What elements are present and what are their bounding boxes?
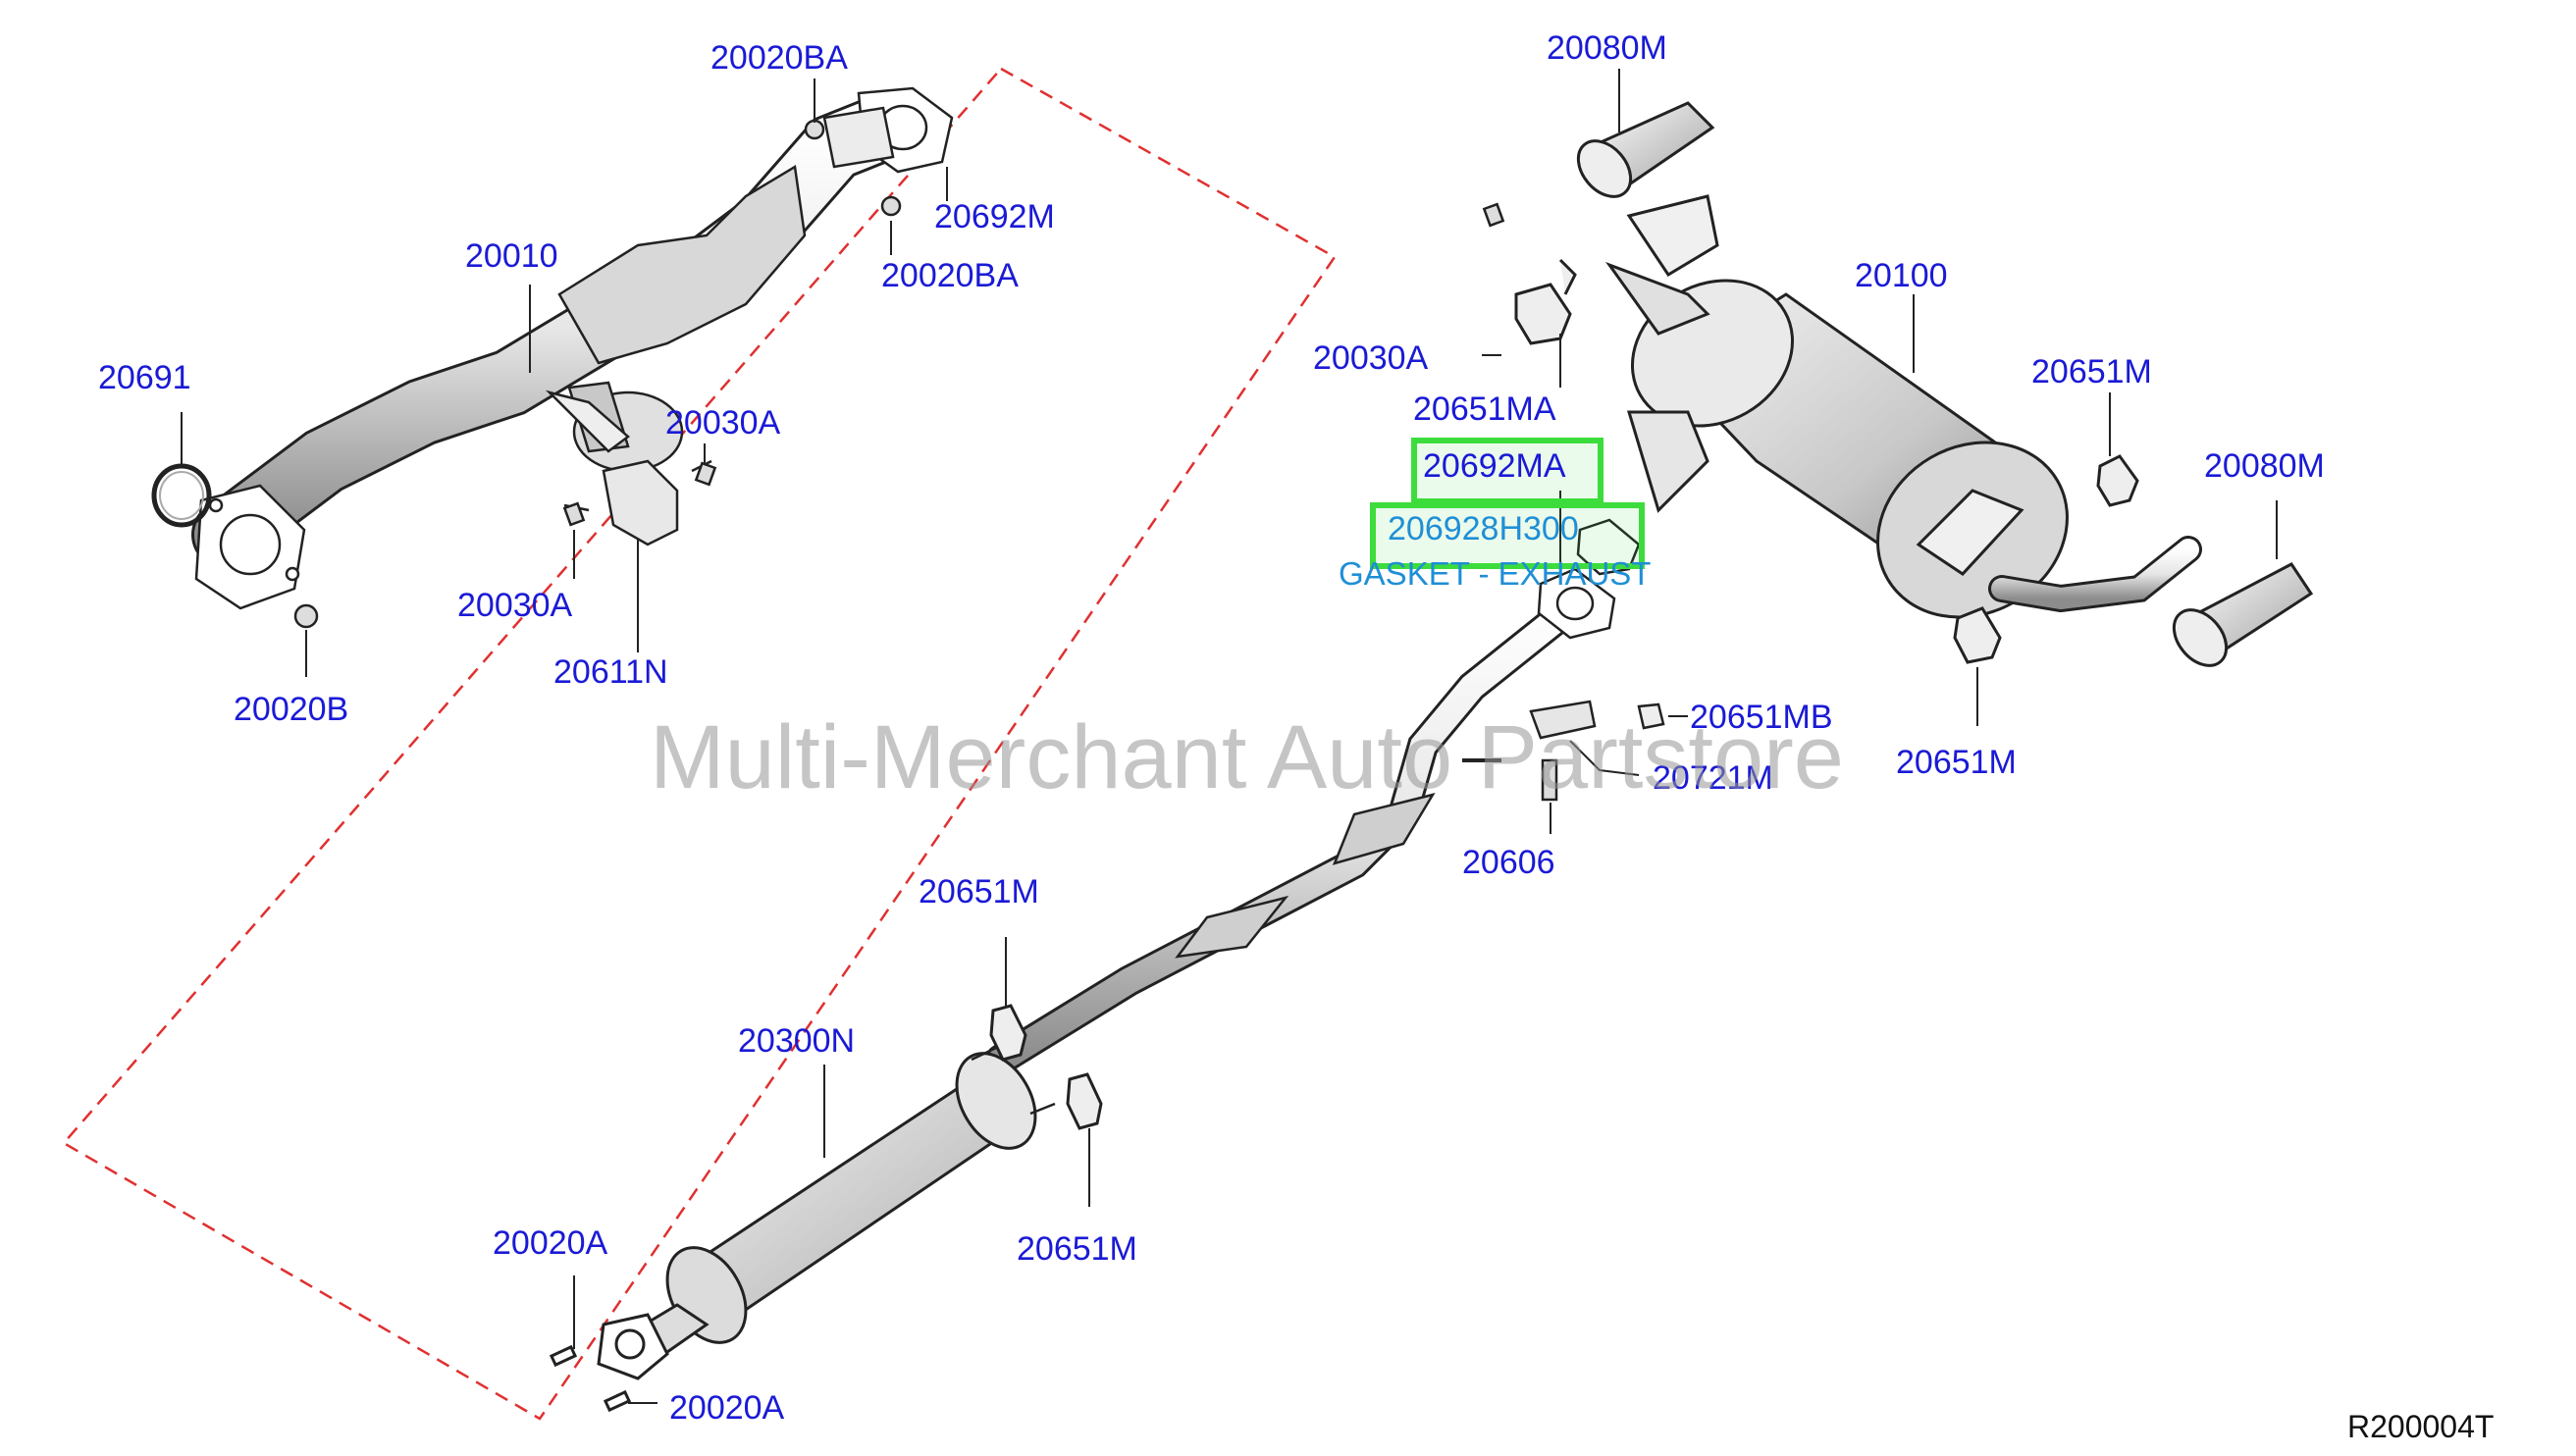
exhaust-tip [1576,101,2314,667]
part-label-20100[interactable]: 20100 [1855,257,1948,294]
leader-lines [181,69,2278,1404]
part-label-20651mb[interactable]: 20651MB [1690,699,1833,736]
part-label-20010[interactable]: 20010 [465,237,558,275]
part-label-20651m[interactable]: 20651M [919,873,1039,910]
part-label-20611n[interactable]: 20611N [553,653,668,691]
part-label-20651ma[interactable]: 20651MA [1413,390,1556,428]
part-label-20721m[interactable]: 20721M [1653,759,1773,797]
part-label-20020ba[interactable]: 20020BA [710,39,848,77]
part-label-206928h300[interactable]: 206928H300 [1388,510,1579,547]
part-label-20651m[interactable]: 20651M [1017,1230,1137,1268]
part-label-20030a[interactable]: 20030A [665,404,781,442]
resonator [597,1052,1037,1380]
part-label-20651m[interactable]: 20651M [1896,744,2017,781]
part-label-20080m[interactable]: 20080M [2204,447,2325,485]
part-label-20020a[interactable]: 20020A [669,1389,785,1427]
gasket-ring [151,463,212,528]
part-label-20020a[interactable]: 20020A [493,1224,608,1262]
part-label-20300n[interactable]: 20300N [738,1022,856,1060]
watermark: Multi-Merchant Auto Partstore [650,707,1844,807]
highlight-box-20692ma [1411,438,1603,504]
part-label-20080m[interactable]: 20080M [1547,29,1667,67]
part-label-20651m[interactable]: 20651M [2031,353,2152,390]
diagram-reference-code: R200004T [2347,1409,2495,1444]
nut-20020b [293,603,319,629]
part-label-20692m[interactable]: 20692M [934,198,1055,235]
part-label-20030a[interactable]: 20030A [1313,339,1429,377]
part-label-20692ma[interactable]: 20692MA [1423,447,1566,485]
part-label-20020b[interactable]: 20020B [234,691,349,728]
part-label-20606[interactable]: 20606 [1462,844,1555,881]
part-label-20030a[interactable]: 20030A [457,587,573,624]
gasket-description: GASKET - EXHAUST [1339,555,1652,592]
part-label-20020ba[interactable]: 20020BA [881,257,1019,294]
tailpipe [1988,536,2202,613]
highlight-box-206928h300 [1370,502,1645,569]
center-pipe [985,593,1586,1075]
assembly-boundary [62,67,1337,1421]
main-muffler [1604,194,2069,619]
part-label-20691[interactable]: 20691 [98,359,191,396]
